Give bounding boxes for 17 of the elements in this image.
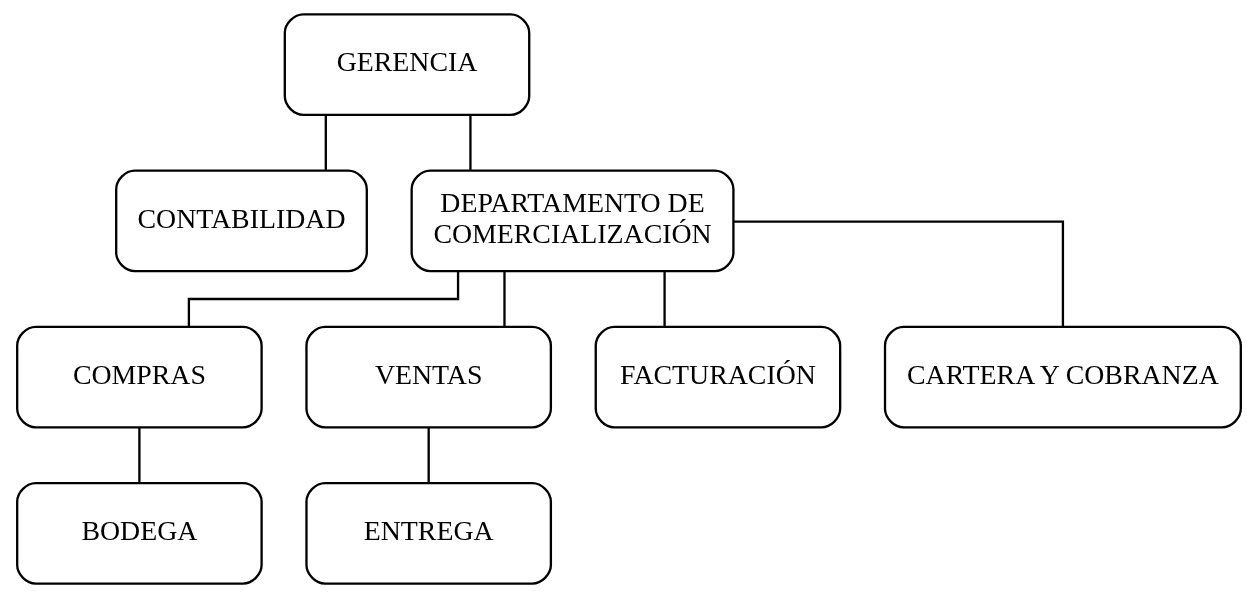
node-box: CARTERA Y COBRANZA: [883, 325, 1242, 429]
node-box: DEPARTAMENTO DE COMERCIALIZACIÓN: [410, 169, 735, 273]
node-box: COMPRAS: [16, 325, 263, 429]
node-box: GERENCIA: [283, 13, 531, 117]
connector: [503, 271, 506, 327]
connector: [324, 114, 327, 171]
connector: [663, 271, 666, 327]
node-box: VENTAS: [305, 325, 553, 429]
connector: [187, 271, 460, 327]
connector: [138, 427, 141, 483]
node-box: BODEGA: [16, 481, 263, 585]
node-box: FACTURACIÓN: [594, 325, 842, 429]
connector: [469, 114, 472, 171]
node-box: CONTABILIDAD: [115, 169, 368, 273]
connector: [733, 220, 1065, 327]
connector: [427, 427, 430, 483]
node-box: ENTREGA: [305, 481, 553, 585]
